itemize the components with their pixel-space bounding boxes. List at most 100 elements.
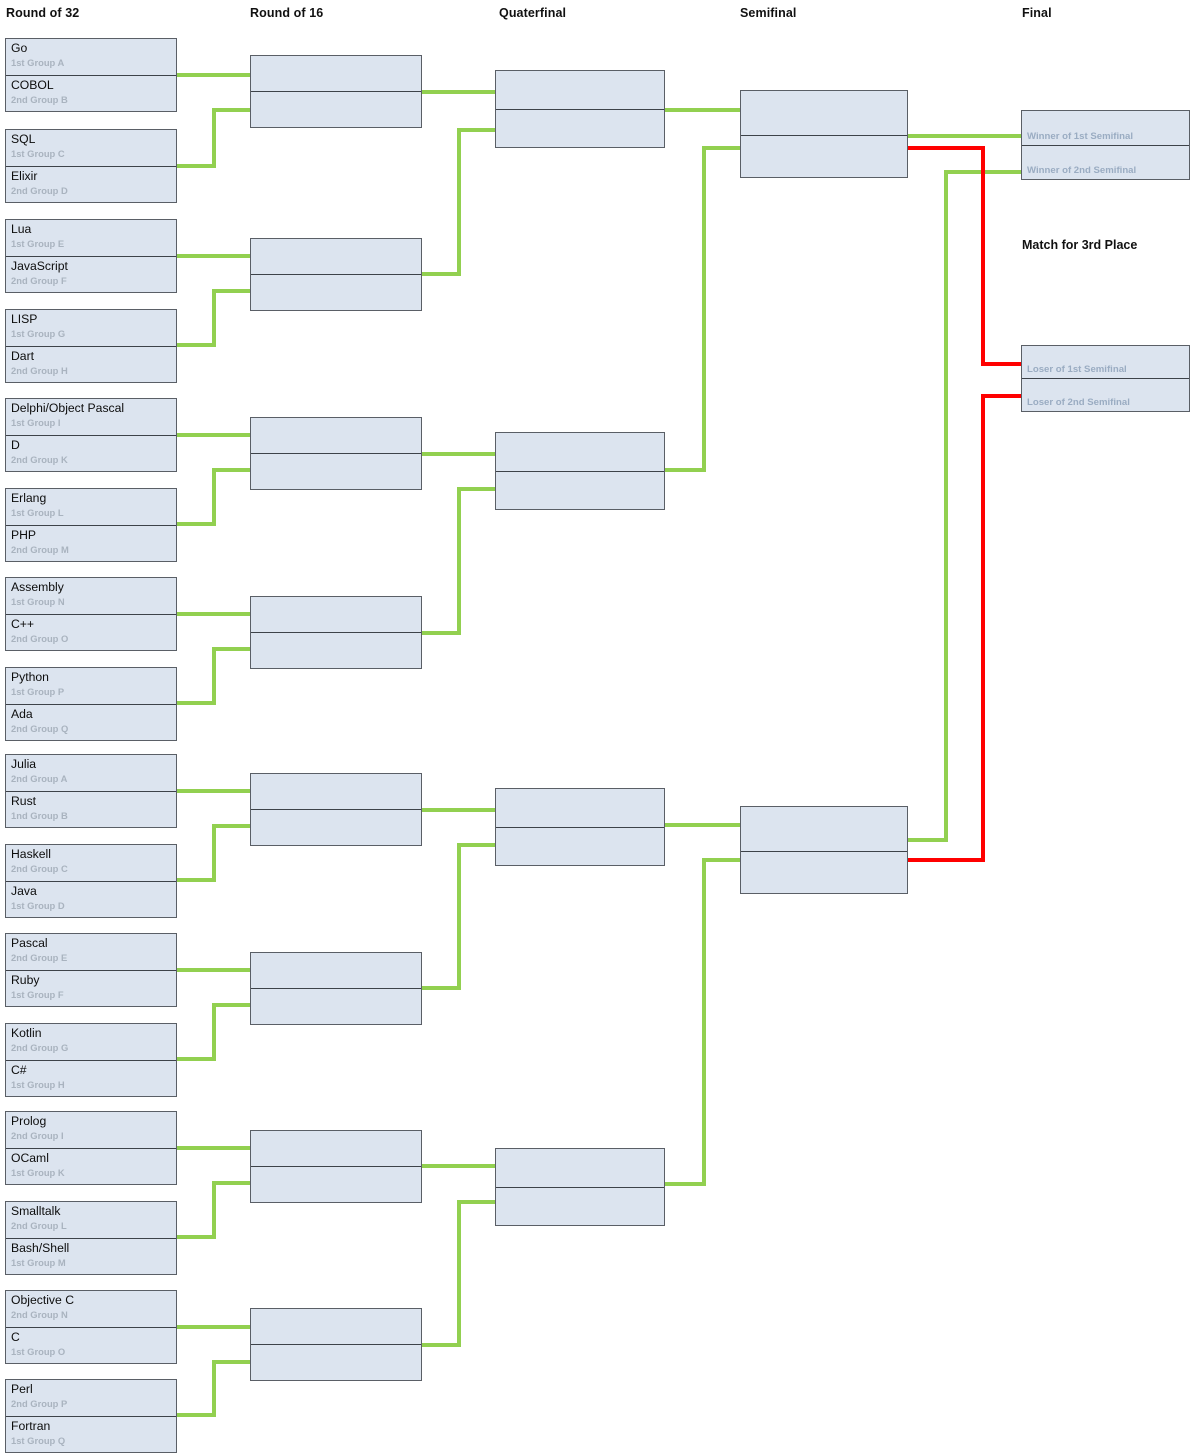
quarterfinal-slot[interactable] [496, 433, 664, 472]
third-place-slot-2[interactable]: Loser of 2nd Semifinal [1022, 378, 1189, 411]
round-of-16-slot[interactable] [251, 1131, 421, 1166]
semifinal-slot[interactable] [741, 851, 907, 893]
quarterfinal-slot[interactable] [496, 471, 664, 509]
quarterfinal-slot[interactable] [496, 827, 664, 865]
final-slot-1[interactable]: Winner of 1st Semifinal [1022, 111, 1189, 145]
round-of-16-slot[interactable] [251, 1344, 421, 1380]
quarterfinal-match-box[interactable] [495, 788, 665, 866]
third-place-slot-1[interactable]: Loser of 1st Semifinal [1022, 346, 1189, 378]
round-of-16-slot[interactable] [251, 274, 421, 310]
quarterfinal-match-box[interactable] [495, 1148, 665, 1226]
quarterfinal-slot[interactable] [496, 789, 664, 828]
round-of-16-slot[interactable] [251, 774, 421, 809]
round-of-16-match-box[interactable] [250, 238, 422, 311]
round-of-16-match-box[interactable] [250, 952, 422, 1025]
quarterfinal-slot[interactable] [496, 1187, 664, 1225]
round-of-16-match-box[interactable] [250, 417, 422, 490]
round-of-16-slot[interactable] [251, 56, 421, 91]
team-seed: 1st Group P [11, 686, 65, 697]
team-seed: 1st Group Q [11, 1434, 66, 1446]
final-match-box[interactable]: Winner of 1st Semifinal Winner of 2nd Se… [1021, 110, 1190, 180]
semifinal-slot[interactable] [741, 91, 907, 136]
round-of-16-slot[interactable] [251, 809, 421, 845]
round-of-16-match-box[interactable] [250, 1308, 422, 1381]
round-of-32-team-slot[interactable]: C#1st Group H [6, 1059, 176, 1096]
round-of-16-slot[interactable] [251, 239, 421, 274]
round-of-16-slot[interactable] [251, 1166, 421, 1202]
round-of-32-team-slot[interactable]: C++2nd Group O [6, 613, 176, 650]
round-of-16-slot[interactable] [251, 597, 421, 632]
round-of-16-slot[interactable] [251, 988, 421, 1024]
round-of-16-match-box[interactable] [250, 773, 422, 846]
semifinal-match-box[interactable] [740, 806, 908, 894]
semifinal-slot[interactable] [741, 807, 907, 852]
round-of-16-match-box[interactable] [250, 596, 422, 669]
round-of-16-slot[interactable] [251, 418, 421, 453]
quarterfinal-match-box[interactable] [495, 432, 665, 510]
round-of-16-slot[interactable] [251, 953, 421, 988]
semifinal-match-box[interactable] [740, 90, 908, 178]
round-of-16-slot[interactable] [251, 91, 421, 127]
team-name: Bash/Shell [11, 1240, 70, 1255]
final-slot-2[interactable]: Winner of 2nd Semifinal [1022, 144, 1189, 179]
quarterfinal-match-box[interactable] [495, 70, 665, 148]
team-name: COBOL [11, 77, 54, 92]
quarterfinal-slot[interactable] [496, 71, 664, 110]
round-of-16-match-box[interactable] [250, 1130, 422, 1203]
third-place-match-box[interactable]: Loser of 1st Semifinal Loser of 2nd Semi… [1021, 345, 1190, 412]
round-of-16-slot[interactable] [251, 453, 421, 489]
round-of-16-match-box[interactable] [250, 55, 422, 128]
round-of-16-slot[interactable] [251, 632, 421, 668]
round-of-16-slot[interactable] [251, 1309, 421, 1344]
quarterfinal-slot[interactable] [496, 109, 664, 147]
quarterfinal-slot[interactable] [496, 1149, 664, 1188]
semifinal-slot[interactable] [741, 135, 907, 177]
